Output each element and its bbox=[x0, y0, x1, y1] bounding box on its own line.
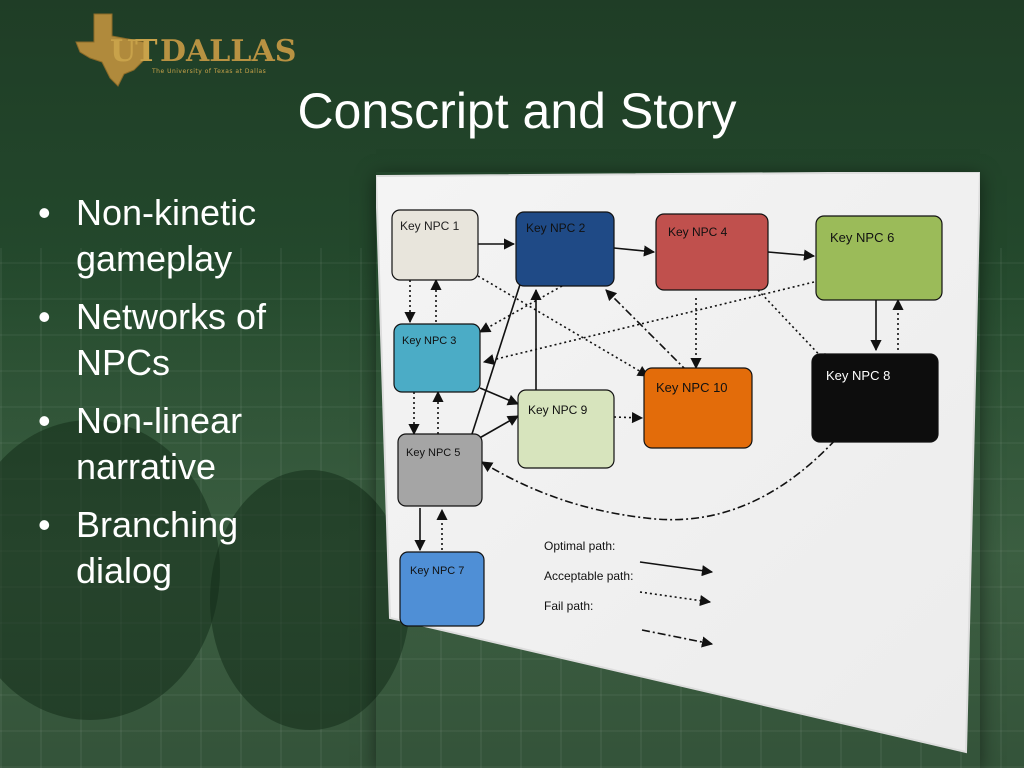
node-npc8: Key NPC 8 bbox=[811, 353, 939, 443]
bullet-dot-icon: • bbox=[38, 192, 51, 233]
node-npc1: Key NPC 1 bbox=[391, 209, 479, 281]
node-label: Key NPC 9 bbox=[528, 403, 588, 417]
node-box bbox=[391, 209, 479, 281]
bullet-dot-icon: • bbox=[38, 400, 51, 441]
node-box bbox=[515, 211, 615, 287]
node-label: Key NPC 3 bbox=[402, 335, 456, 347]
node-label: Key NPC 5 bbox=[406, 447, 460, 459]
node-npc4: Key NPC 4 bbox=[655, 213, 769, 291]
bullet-item: • Non-linear narrative bbox=[38, 398, 328, 490]
node-npc7: Key NPC 7 bbox=[399, 551, 485, 627]
utdallas-logo: UT DALLAS The University of Texas at Dal… bbox=[72, 12, 296, 88]
legend-fail-line bbox=[641, 629, 714, 648]
node-label: Key NPC 7 bbox=[410, 565, 464, 577]
legend-fail-label: Fail path: bbox=[544, 599, 593, 613]
diagram-paper bbox=[376, 172, 980, 754]
background-tree bbox=[210, 470, 410, 730]
logo-dallas-text: DALLAS bbox=[160, 34, 297, 69]
edge-acceptable bbox=[479, 285, 563, 333]
node-npc5: Key NPC 5 bbox=[397, 433, 483, 507]
edge-optimal bbox=[471, 270, 527, 435]
edge-optimal bbox=[613, 245, 656, 257]
node-box bbox=[815, 215, 943, 301]
legend-optimal-line bbox=[639, 561, 714, 577]
node-label: Key NPC 4 bbox=[668, 225, 728, 239]
logo-ut-text: UT bbox=[110, 34, 157, 69]
bullet-dot-icon: • bbox=[38, 296, 51, 337]
node-box bbox=[517, 389, 615, 469]
bullet-text: Non-linear narrative bbox=[76, 400, 243, 487]
node-npc3: Key NPC 3 bbox=[393, 323, 481, 393]
node-label: Key NPC 10 bbox=[656, 380, 728, 395]
node-label: Key NPC 1 bbox=[400, 219, 460, 233]
edge-fail bbox=[481, 427, 847, 521]
diagram-canvas: Key NPC 1 Key NPC 2 Key NPC 4 Key NPC 6 … bbox=[376, 172, 980, 754]
node-npc6: Key NPC 6 bbox=[815, 215, 943, 301]
legend-optimal-label: Optimal path: bbox=[544, 539, 615, 553]
legend-acceptable-label: Acceptable path: bbox=[544, 569, 633, 583]
logo-subtitle: The University of Texas at Dallas bbox=[152, 68, 267, 75]
node-npc9: Key NPC 9 bbox=[517, 389, 615, 469]
edge-acceptable bbox=[757, 289, 829, 365]
node-box bbox=[811, 353, 939, 443]
node-box bbox=[393, 323, 481, 393]
node-label: Key NPC 6 bbox=[830, 230, 894, 245]
bullet-item: • Non-kinetic gameplay bbox=[38, 190, 328, 282]
node-npc2: Key NPC 2 bbox=[515, 211, 615, 287]
background-tree bbox=[0, 420, 220, 720]
node-npc10: Key NPC 10 bbox=[643, 367, 753, 449]
node-label: Key NPC 2 bbox=[526, 221, 586, 235]
bullet-item: • Branching dialog bbox=[38, 502, 328, 594]
node-label: Key NPC 8 bbox=[826, 368, 890, 383]
bullet-item: • Networks of NPCs bbox=[38, 294, 328, 386]
node-box bbox=[643, 367, 753, 449]
node-box bbox=[655, 213, 769, 291]
npc-network-diagram: Key NPC 1 Key NPC 2 Key NPC 4 Key NPC 6 … bbox=[376, 172, 980, 768]
edge-optimal bbox=[767, 249, 816, 261]
bullet-text: Branching dialog bbox=[76, 504, 239, 591]
diagram-legend: Optimal path: Acceptable path: Fail path… bbox=[544, 539, 714, 648]
texas-shape-icon bbox=[75, 13, 147, 87]
bullet-list: •Non-kinetic gameplay •Networks of NPCs … bbox=[38, 190, 328, 606]
node-box bbox=[397, 433, 483, 507]
edge-optimal bbox=[475, 415, 519, 441]
slide-title: Conscript and Story bbox=[297, 83, 737, 139]
node-box bbox=[399, 551, 485, 627]
bullet-text: Non-kinetic gameplay bbox=[76, 192, 257, 279]
edge-acceptable bbox=[482, 281, 815, 366]
edge-fail bbox=[605, 289, 689, 373]
bullet-text: Networks of NPCs bbox=[76, 296, 267, 383]
bullet-dot-icon: • bbox=[38, 504, 51, 545]
legend-acceptable-line bbox=[639, 591, 712, 607]
